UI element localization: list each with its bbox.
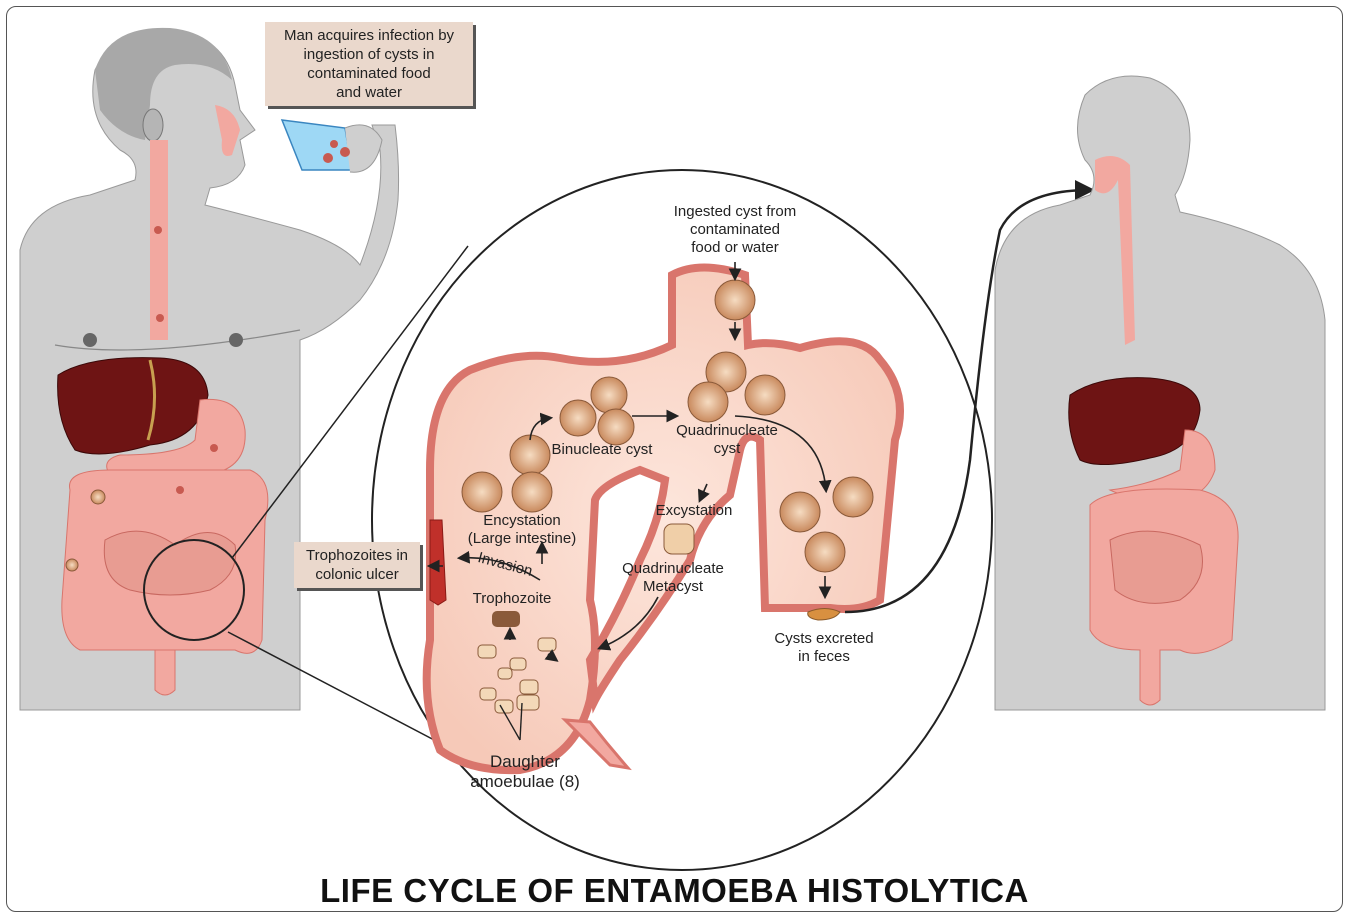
infection-text-line: ingestion of cysts in: [273, 45, 465, 64]
right-human-figure: [995, 76, 1325, 710]
ingested-cyst-label: Ingested cyst from contaminated food or …: [660, 203, 810, 257]
daughter-amoebulae-label: Daughter amoebulae (8): [455, 752, 595, 792]
infection-info-box: Man acquires infection by ingestion of c…: [265, 22, 473, 106]
binucleate-cyst-label: Binucleate cyst: [540, 441, 664, 459]
daughter-line: amoebulae (8): [455, 772, 595, 792]
infection-text-line: Man acquires infection by: [273, 26, 465, 45]
quadrinucleate-line: cyst: [672, 440, 782, 458]
cyst: [745, 375, 785, 415]
small-intestine: [1110, 531, 1203, 603]
ulcer-text-line: colonic ulcer: [302, 565, 412, 584]
infection-text-line: and water: [273, 83, 465, 102]
binucleate-cyst: [591, 377, 627, 413]
cyst-ingested: [715, 280, 755, 320]
diagram-title: LIFE CYCLE OF ENTAMOEBA HISTOLYTICA: [0, 872, 1349, 910]
binucleate-cyst: [598, 409, 634, 445]
excystation-label: Excystation: [644, 502, 744, 520]
ear: [143, 109, 163, 141]
encystation-line: (Large intestine): [455, 530, 589, 548]
metacyst-line: Quadrinucleate: [611, 560, 735, 578]
ulcer-info-box: Trophozoites in colonic ulcer: [294, 542, 420, 588]
cyst: [512, 472, 552, 512]
cysts-excreted-label: Cysts excreted in feces: [756, 630, 892, 666]
nipple: [229, 333, 243, 347]
esophagus: [150, 140, 168, 340]
excreted-cyst: [833, 477, 873, 517]
metacyst: [664, 524, 694, 554]
excreted-cyst: [780, 492, 820, 532]
daughter-line: Daughter: [455, 752, 595, 772]
nipple: [83, 333, 97, 347]
ingested-line: food or water: [660, 239, 810, 257]
binucleate-cyst: [560, 400, 596, 436]
encystation-line: Encystation: [455, 512, 589, 530]
encystation-label: Encystation (Large intestine): [455, 512, 589, 548]
quadrinucleate-line: Quadrinucleate: [672, 422, 782, 440]
water-glass: [282, 120, 382, 172]
cyst: [462, 472, 502, 512]
ulcer-text-line: Trophozoites in: [302, 546, 412, 565]
excreted-line: Cysts excreted: [756, 630, 892, 648]
rectum: [155, 650, 175, 695]
quadrinucleate-cyst: [688, 382, 728, 422]
metacyst-label: Quadrinucleate Metacyst: [611, 560, 735, 596]
ingested-line: contaminated: [660, 221, 810, 239]
metacyst-line: Metacyst: [611, 578, 735, 596]
excreted-cyst: [805, 532, 845, 572]
ingested-line: Ingested cyst from: [660, 203, 810, 221]
excreted-line: in feces: [756, 648, 892, 666]
quadrinucleate-cyst-label: Quadrinucleate cyst: [672, 422, 782, 458]
trophozoite: [492, 611, 520, 627]
infection-text-line: contaminated food: [273, 64, 465, 83]
trophozoite-label: Trophozoite: [464, 590, 560, 608]
